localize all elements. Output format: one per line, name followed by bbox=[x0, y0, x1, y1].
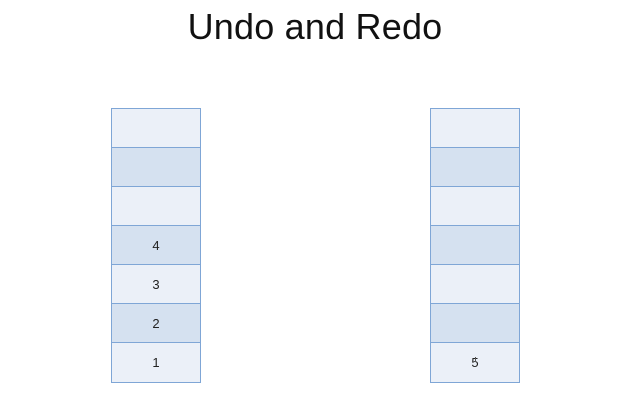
undo-stack-cell: 4 bbox=[112, 226, 200, 265]
slide-title: Undo and Redo bbox=[187, 6, 443, 47]
redo-stack-cell bbox=[431, 265, 519, 304]
redo-stack-cell: 5 bbox=[431, 343, 519, 382]
undo-stack-cell bbox=[112, 148, 200, 187]
redo-stack-cell bbox=[431, 187, 519, 226]
undo-stack-cell bbox=[112, 187, 200, 226]
redo-stack-cell bbox=[431, 226, 519, 265]
undo-stack-cell: 2 bbox=[112, 304, 200, 343]
redo-stack-cell bbox=[431, 148, 519, 187]
redo-stack: 5 bbox=[430, 108, 520, 383]
undo-stack-cell bbox=[112, 109, 200, 148]
undo-stack: 4 3 2 1 bbox=[111, 108, 201, 383]
undo-stack-cell: 3 bbox=[112, 265, 200, 304]
undo-stack-cell: 1 bbox=[112, 343, 200, 382]
redo-stack-cell bbox=[431, 304, 519, 343]
redo-stack-cell bbox=[431, 109, 519, 148]
